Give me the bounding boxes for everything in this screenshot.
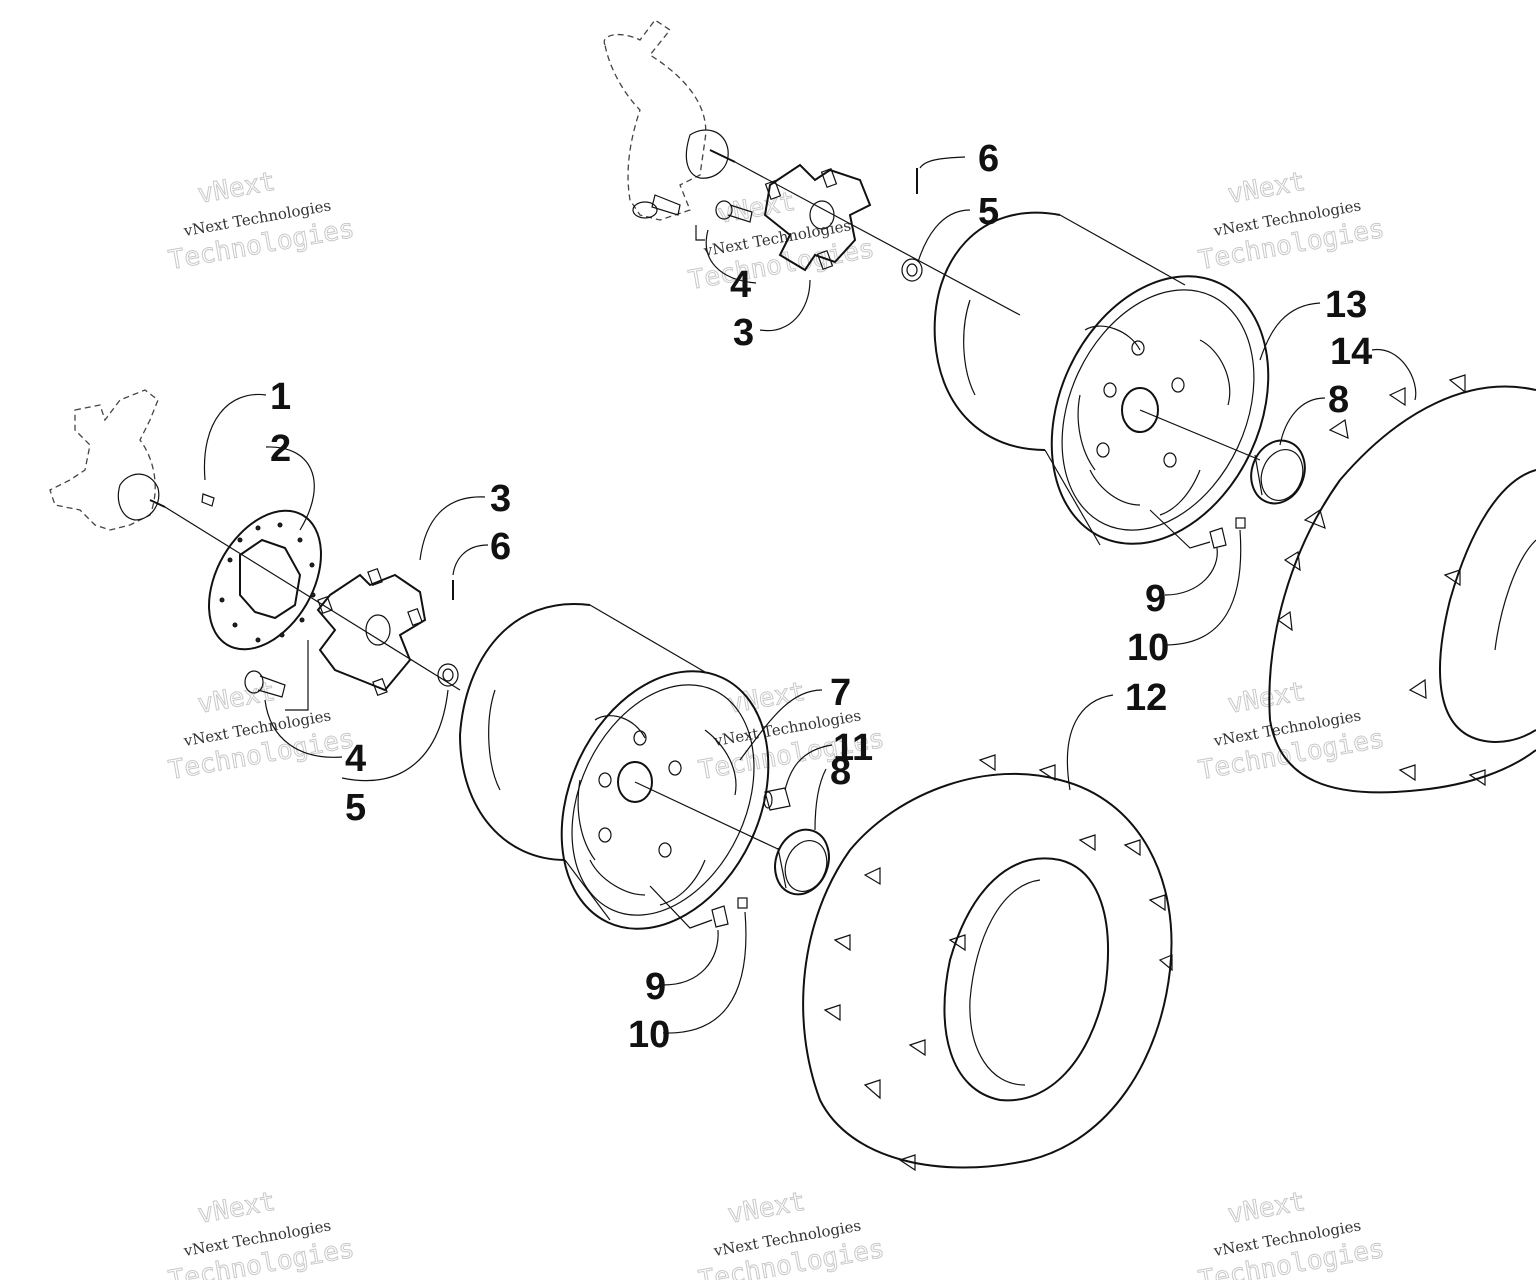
- lower-brake-disc: [208, 509, 322, 651]
- watermark-mid-left: vNext vNext Technologies Technologies: [166, 676, 357, 786]
- callout-lower-9: 9: [645, 966, 666, 1008]
- callout-lower-5: 5: [345, 787, 366, 829]
- lower-rim-axis: [634, 781, 781, 851]
- callout-upper-13: 13: [1325, 284, 1367, 326]
- upper-tire: [1268, 374, 1536, 794]
- lower-nut: [437, 663, 459, 687]
- callout-lower-3: 3: [490, 478, 511, 520]
- upper-hub: [763, 163, 872, 272]
- lower-steering-knuckle: [49, 389, 166, 531]
- svg-text:vNext: vNext: [195, 1187, 277, 1230]
- upper-rim-axis: [1139, 409, 1261, 461]
- upper-hubcap: [1250, 439, 1306, 505]
- leader-lines: [203, 156, 1417, 1034]
- upper-nut: [901, 258, 923, 282]
- lower-hubcap: [774, 828, 830, 896]
- callout-lower-7: 7: [830, 672, 851, 714]
- watermark-group: vNext vNext Technologies Technologies vN…: [166, 166, 1387, 1280]
- callout-lower-4: 4: [345, 738, 366, 780]
- lower-wheel-rim: [458, 602, 770, 930]
- svg-text:vNext: vNext: [715, 187, 797, 230]
- watermark-top-left: vNext vNext Technologies Technologies: [166, 166, 357, 276]
- svg-text:vNext: vNext: [1225, 167, 1307, 210]
- callout-lower-2: 2: [270, 428, 291, 470]
- watermark-bottom-left: vNext vNext Technologies Technologies: [166, 1186, 357, 1280]
- lower-bolt: [244, 670, 286, 698]
- lower-hub: [316, 567, 427, 697]
- upper-bolt: [715, 200, 753, 223]
- callout-labels: 1 2 3 6 4 5 7 11 8 9 10 6 5 4 3 13 14 8 …: [270, 138, 1372, 1056]
- callout-upper-4: 4: [730, 264, 751, 306]
- callout-upper-3: 3: [733, 312, 754, 354]
- callout-upper-8: 8: [1328, 379, 1349, 421]
- callout-upper-5: 5: [978, 191, 999, 233]
- callout-lower-8: 8: [830, 751, 851, 793]
- watermark-top-center: vNext vNext Technologies Technologies: [686, 186, 877, 296]
- callout-tire-12: 12: [1125, 677, 1167, 719]
- watermark-top-right: vNext vNext Technologies Technologies: [1196, 166, 1387, 276]
- callout-upper-14: 14: [1330, 331, 1372, 373]
- watermark-bottom-right: vNext vNext Technologies Technologies: [1196, 1186, 1387, 1280]
- callout-lower-6: 6: [490, 526, 511, 568]
- upper-wheel-rim: [933, 211, 1270, 546]
- lower-valve: [711, 897, 748, 928]
- lower-lug-nut: [763, 787, 791, 811]
- callout-lower-10: 10: [628, 1014, 670, 1056]
- callout-upper-6: 6: [978, 138, 999, 180]
- svg-text:vNext: vNext: [1225, 677, 1307, 720]
- svg-text:vNext: vNext: [725, 1187, 807, 1230]
- svg-text:vNext: vNext: [195, 677, 277, 720]
- watermark-mid-right: vNext vNext Technologies Technologies: [1196, 676, 1387, 786]
- callout-upper-10: 10: [1127, 627, 1169, 669]
- svg-text:vNext: vNext: [195, 167, 277, 210]
- upper-steering-knuckle: [603, 19, 736, 221]
- svg-text:vNext: vNext: [1225, 1187, 1307, 1230]
- callout-lower-1: 1: [270, 376, 291, 418]
- watermark-bottom-center: vNext vNext Technologies Technologies: [696, 1186, 887, 1280]
- callout-lower-11: 11: [833, 727, 873, 769]
- callout-upper-9: 9: [1145, 578, 1166, 620]
- upper-axle-centerline: [734, 161, 1021, 316]
- lower-disc-bolt: [201, 493, 215, 507]
- lower-tire: [802, 754, 1173, 1172]
- upper-valve: [1209, 517, 1246, 549]
